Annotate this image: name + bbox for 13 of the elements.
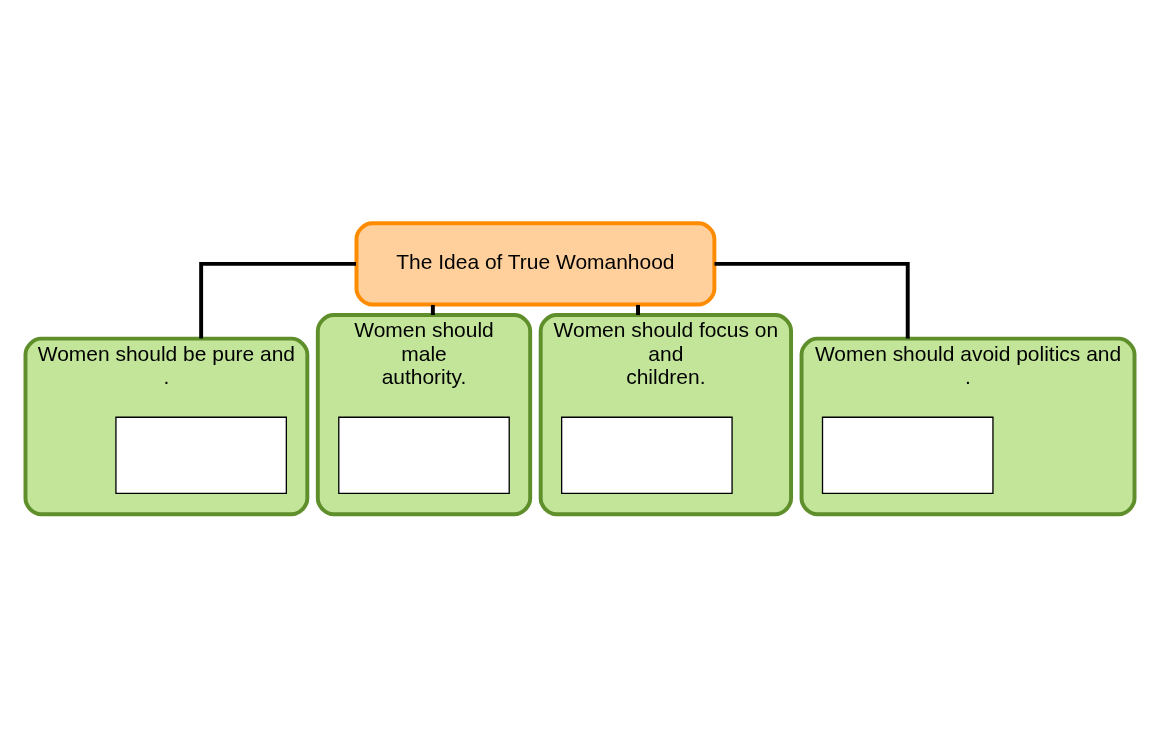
connector: [430, 304, 435, 315]
node-box: [561, 416, 733, 494]
node-box: [115, 416, 287, 494]
connector: [714, 261, 910, 339]
connector: [636, 304, 640, 315]
cluster: Women should focus on and children.: [538, 312, 794, 516]
node-box: [821, 416, 994, 494]
cluster: Women should avoid politics and .: [799, 336, 1137, 516]
cluster: Women should male authority.: [315, 312, 533, 516]
connector: [199, 261, 357, 339]
node-box: [338, 416, 510, 494]
node-box: The Idea of True Womanhood: [354, 220, 717, 306]
cluster: Women should be pure and .: [23, 336, 310, 516]
